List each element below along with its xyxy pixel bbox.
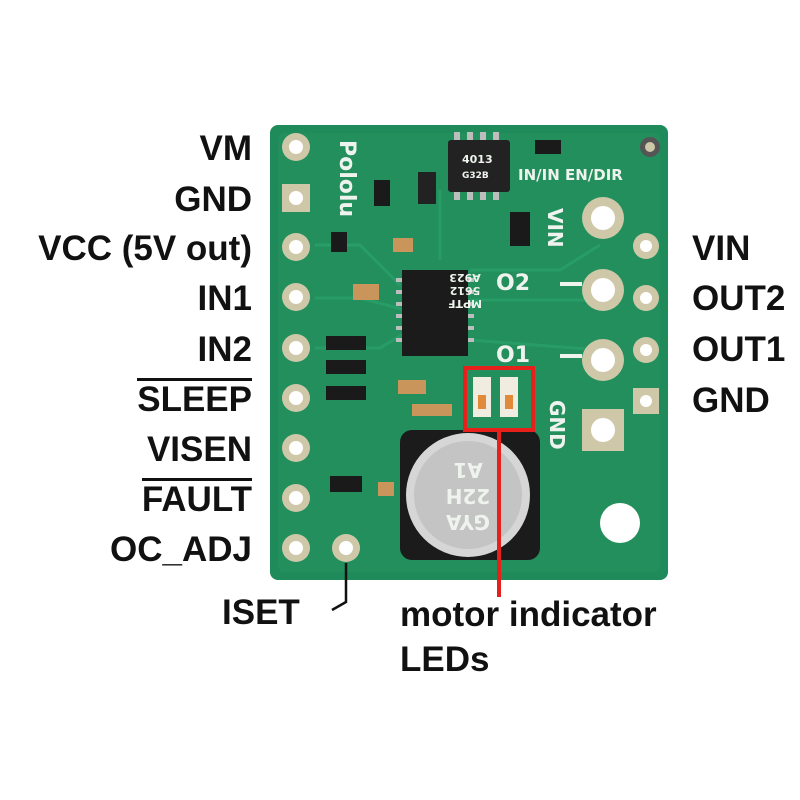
iset-leader-line <box>331 563 348 612</box>
svg-text:4013: 4013 <box>462 153 493 166</box>
callout-label-line2: LEDs <box>400 640 490 679</box>
small-chip <box>448 140 510 192</box>
pin-label-oc-adj: OC_ADJ <box>110 530 252 569</box>
pin-label-out2: OUT2 <box>692 279 786 318</box>
pin-label-iset: ISET <box>222 593 300 632</box>
pin-label-vm: VM <box>199 129 253 168</box>
motor-indicator-leds <box>473 377 518 417</box>
svg-text:A923: A923 <box>449 271 480 284</box>
svg-text:O1: O1 <box>496 343 530 368</box>
svg-text:A1: A1 <box>453 458 482 482</box>
svg-text:G32B: G32B <box>462 171 489 181</box>
right-header-pins <box>633 233 659 414</box>
terminal-holes <box>582 197 624 451</box>
pin-label-gnd: GND <box>174 180 252 219</box>
svg-text:MPTF: MPTF <box>448 297 482 310</box>
svg-text:22H: 22H <box>446 484 491 508</box>
pin-label-visen: VISEN <box>146 430 252 469</box>
pin-label-vcc: VCC (5V out) <box>38 229 252 268</box>
svg-text:IN/IN EN/DIR: IN/IN EN/DIR <box>518 166 623 184</box>
svg-text:GND: GND <box>545 400 569 450</box>
driver-chip <box>402 270 468 356</box>
pin-label-vin: VIN <box>692 229 751 268</box>
pin-label-out1: OUT1 <box>692 330 786 369</box>
pin-label-gnd-right: GND <box>692 381 770 420</box>
mounting-hole <box>600 503 640 543</box>
svg-text:VIN: VIN <box>543 208 567 248</box>
svg-text:5612: 5612 <box>450 284 481 297</box>
callout-label-line1: motor indicator <box>400 595 657 634</box>
svg-text:GYA: GYA <box>445 510 490 534</box>
electrolytic-capacitor: GYA 22H A1 <box>400 430 540 560</box>
pin-label-sleep: SLEEP <box>137 378 252 419</box>
pin-label-in2: IN2 <box>197 330 252 369</box>
left-header-pins <box>282 133 360 562</box>
pin-label-in1: IN1 <box>197 279 252 318</box>
svg-text:Pololu: Pololu <box>334 140 359 217</box>
pin-label-fault: FAULT <box>141 478 252 519</box>
svg-text:O2: O2 <box>496 271 530 296</box>
